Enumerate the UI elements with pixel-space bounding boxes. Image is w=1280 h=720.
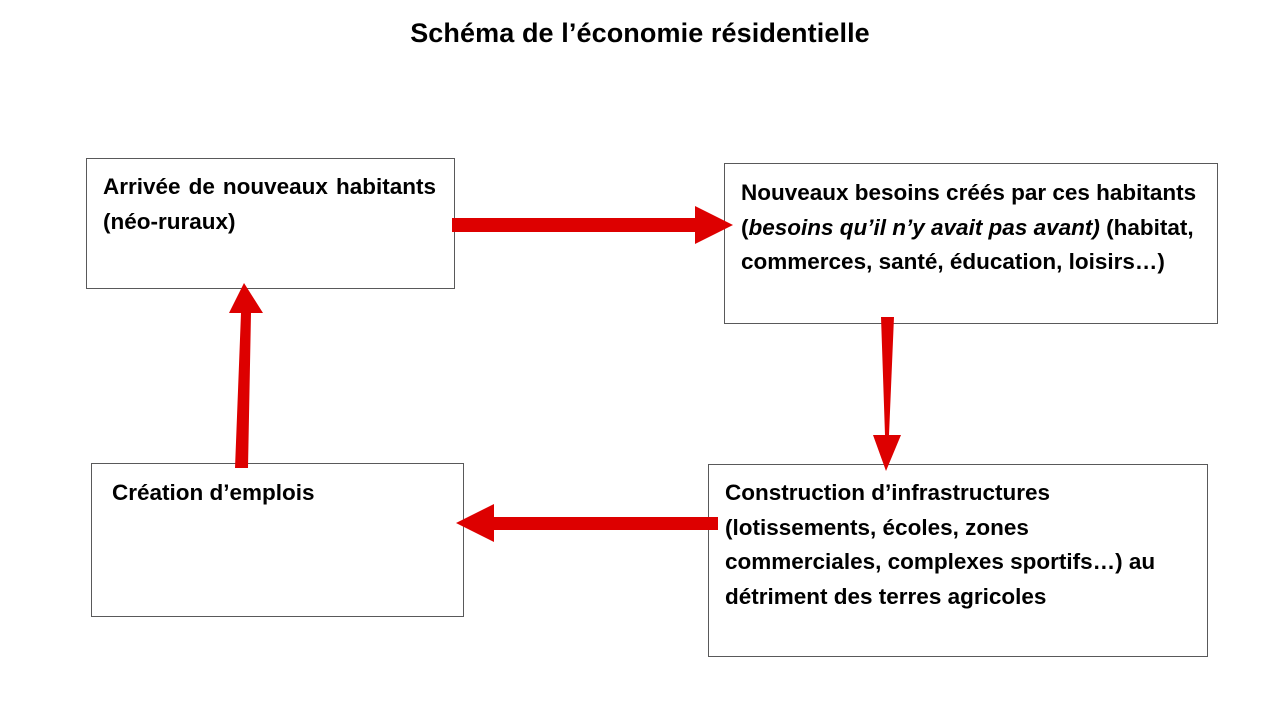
node-besoins-label: Nouveaux besoins créés par ces habitants…	[725, 164, 1217, 280]
node-besoins-label-part-2: (habitat, commerces, santé, éducation, l…	[741, 214, 1194, 275]
arrow-left-icon-construction-to-emplois	[456, 504, 718, 542]
arrow-up-icon-emplois-to-arrivee	[229, 283, 263, 468]
arrow-right-icon-arrivee-to-besoins	[452, 206, 733, 244]
arrow-down-icon-besoins-to-construction	[873, 317, 901, 471]
node-besoins-label-emphasis: besoins qu’il n’y avait pas avant)	[748, 214, 1100, 240]
node-creation-emplois[interactable]: Création d’emplois	[91, 463, 464, 617]
node-arrivee-label: Arrivée de nouveaux habitants (néo-rurau…	[103, 174, 436, 234]
node-emplois-label: Création d’emplois	[112, 480, 315, 505]
node-construction-label: Construction d’infrastructures (lotissem…	[725, 480, 1156, 609]
node-nouveaux-besoins[interactable]: Nouveaux besoins créés par ces habitants…	[724, 163, 1218, 324]
node-besoins-label-part-1: Nouveaux besoins créés par ces habitants…	[741, 180, 1197, 240]
node-construction-infrastructures[interactable]: Construction d’infrastructures (lotissem…	[708, 464, 1208, 657]
page-title: Schéma de l’économie résidentielle	[410, 18, 870, 48]
node-arrivee-habitants[interactable]: Arrivée de nouveaux habitants (néo-rurau…	[86, 158, 455, 289]
